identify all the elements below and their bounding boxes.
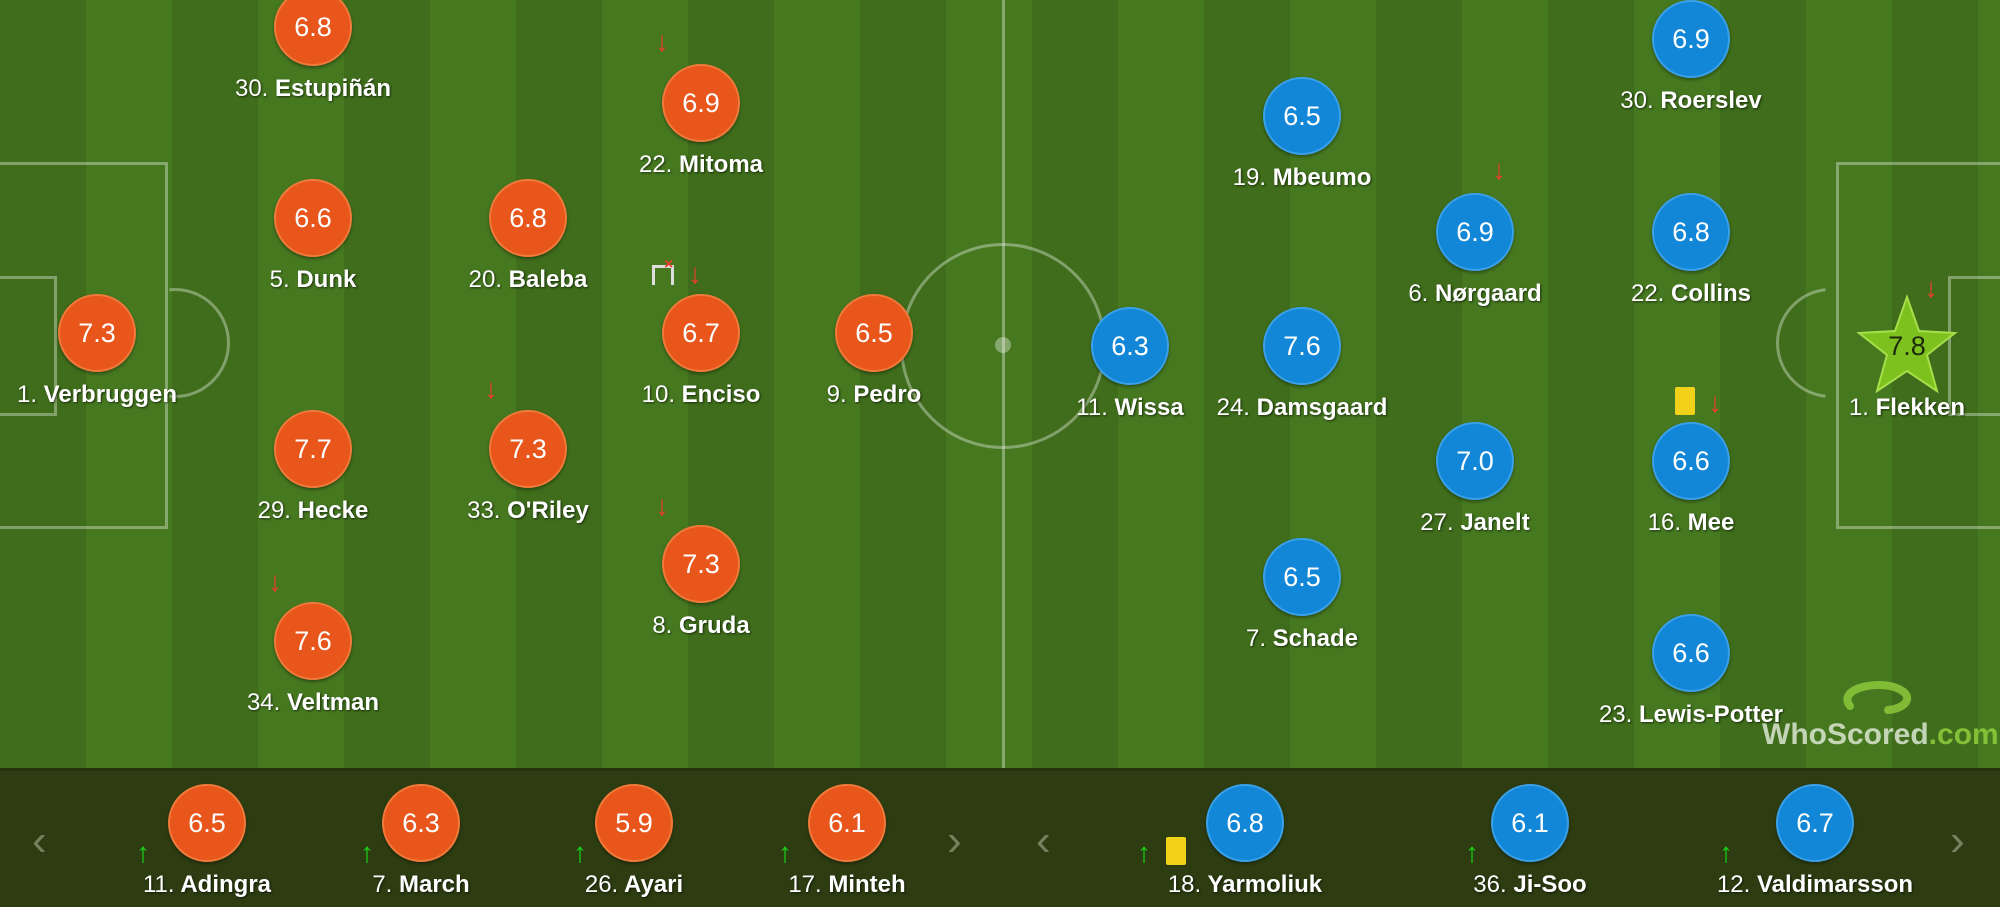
player-rating: 7.7 bbox=[274, 410, 352, 488]
center-spot bbox=[995, 337, 1011, 353]
player-rating: 6.9 bbox=[1436, 193, 1514, 271]
player-rating: 6.5 bbox=[1263, 538, 1341, 616]
question-mark-icon bbox=[1843, 681, 1912, 714]
player-rating: 6.3 bbox=[1091, 307, 1169, 385]
player-rating: 6.1 bbox=[1491, 784, 1569, 862]
arrow-down-icon: ↓ bbox=[655, 490, 669, 521]
player-name: 22. Collins bbox=[1630, 280, 1752, 307]
player-name: 17. Minteh bbox=[788, 871, 906, 898]
player-rating: 6.8 bbox=[489, 179, 567, 257]
yellow-card-icon bbox=[1166, 837, 1186, 865]
arrow-up-icon: ↑ bbox=[1137, 837, 1151, 868]
player-rating: 7.3 bbox=[489, 410, 567, 488]
player-name: 29. Hecke bbox=[257, 497, 369, 524]
player-name: 18. Yarmoliuk bbox=[1167, 871, 1323, 898]
player-name: 16. Mee bbox=[1647, 509, 1735, 536]
player-name: 1. Flekken bbox=[1848, 394, 1966, 421]
player-name: 34. Veltman bbox=[246, 689, 380, 716]
substitutes-bar: ‹ › ‹ › 6.5 11. Adingra 6.3 7. March 5.9… bbox=[0, 768, 2000, 907]
player-rating: 6.8 bbox=[274, 0, 352, 66]
pitch: 6.8 30. Estupiñán 6.9 22. Mitoma 6.6 5. … bbox=[0, 0, 2000, 768]
player-name: 27. Janelt bbox=[1420, 509, 1530, 536]
player-name: 8. Gruda bbox=[652, 612, 750, 639]
player-rating: 6.6 bbox=[1652, 422, 1730, 500]
player-rating: 6.1 bbox=[808, 784, 886, 862]
right-goal-area bbox=[1948, 276, 2000, 416]
player-rating: 6.8 bbox=[1652, 193, 1730, 271]
player-rating: 7.3 bbox=[662, 525, 740, 603]
yellow-card-icon bbox=[1675, 387, 1695, 415]
player-rating: 6.3 bbox=[382, 784, 460, 862]
player-name: 6. Nørgaard bbox=[1408, 280, 1542, 307]
player-name: 11. Adingra bbox=[142, 871, 272, 898]
chevron-right-icon[interactable]: › bbox=[947, 816, 962, 865]
player-name: 20. Baleba bbox=[468, 266, 588, 293]
player-rating: 6.6 bbox=[274, 179, 352, 257]
star-icon bbox=[1856, 293, 1958, 394]
player-rating: 7.3 bbox=[58, 294, 136, 372]
player-rating: 6.7 bbox=[1776, 784, 1854, 862]
player-name: 7. Schade bbox=[1245, 625, 1359, 652]
goal-icon bbox=[652, 265, 674, 285]
player-name: 33. O'Riley bbox=[467, 497, 589, 524]
whoscored-logo: WhoScored.com bbox=[1762, 681, 1999, 756]
player-name: 10. Enciso bbox=[641, 381, 761, 408]
left-goal-area bbox=[0, 276, 57, 416]
player-rating: 5.9 bbox=[595, 784, 673, 862]
player-name: 36. Ji-Soo bbox=[1473, 871, 1587, 898]
player-name: 9. Pedro bbox=[826, 381, 922, 408]
player-name: 5. Dunk bbox=[269, 266, 357, 293]
player-name: 11. Wissa bbox=[1076, 394, 1184, 421]
arrow-down-icon: ↓ bbox=[1492, 154, 1506, 185]
arrow-down-icon: ↓ bbox=[688, 258, 702, 289]
player-rating: 7.6 bbox=[1263, 307, 1341, 385]
player-rating: 6.9 bbox=[662, 64, 740, 142]
player-name: 19. Mbeumo bbox=[1232, 164, 1372, 191]
player-name: 30. Roerslev bbox=[1620, 87, 1762, 114]
arrow-down-icon: ↓ bbox=[484, 373, 498, 404]
player-rating: 6.6 bbox=[1652, 614, 1730, 692]
arrow-up-icon: ↑ bbox=[1465, 837, 1479, 868]
player-rating: 6.5 bbox=[835, 294, 913, 372]
player-name: 12. Valdimarsson bbox=[1716, 871, 1914, 898]
arrow-down-icon: ↓ bbox=[1924, 272, 1938, 303]
player-rating: 6.9 bbox=[1652, 0, 1730, 78]
arrow-down-icon: ↓ bbox=[1708, 387, 1722, 418]
player-name: 24. Damsgaard bbox=[1216, 394, 1388, 421]
arrow-down-icon: ↓ bbox=[655, 26, 669, 57]
player-rating: 7.0 bbox=[1436, 422, 1514, 500]
player-rating: 6.7 bbox=[662, 294, 740, 372]
arrow-down-icon: ↓ bbox=[268, 566, 282, 597]
player-name: 7. March bbox=[372, 871, 470, 898]
right-penalty-area bbox=[1836, 162, 2000, 529]
player-rating: 6.8 bbox=[1206, 784, 1284, 862]
chevron-left-icon[interactable]: ‹ bbox=[1036, 816, 1051, 865]
player-rating: 6.5 bbox=[168, 784, 246, 862]
arrow-up-icon: ↑ bbox=[136, 837, 150, 868]
player-name: 1. Verbruggen bbox=[16, 381, 178, 408]
chevron-right-icon[interactable]: › bbox=[1950, 816, 1965, 865]
player-name: 30. Estupiñán bbox=[234, 75, 392, 102]
chevron-left-icon[interactable]: ‹ bbox=[32, 816, 47, 865]
player-name: 23. Lewis-Potter bbox=[1598, 701, 1784, 728]
arrow-up-icon: ↑ bbox=[778, 837, 792, 868]
arrow-up-icon: ↑ bbox=[573, 837, 587, 868]
player-name: 22. Mitoma bbox=[638, 151, 764, 178]
goal-cross-icon: × bbox=[664, 256, 674, 273]
player-name: 26. Ayari bbox=[584, 871, 684, 898]
arrow-up-icon: ↑ bbox=[1719, 837, 1733, 868]
player-rating: 6.5 bbox=[1263, 77, 1341, 155]
player-rating: 7.6 bbox=[274, 602, 352, 680]
left-penalty-area bbox=[0, 162, 168, 529]
arrow-up-icon: ↑ bbox=[360, 837, 374, 868]
man-of-match-rating: 7.8 bbox=[1856, 293, 1958, 394]
